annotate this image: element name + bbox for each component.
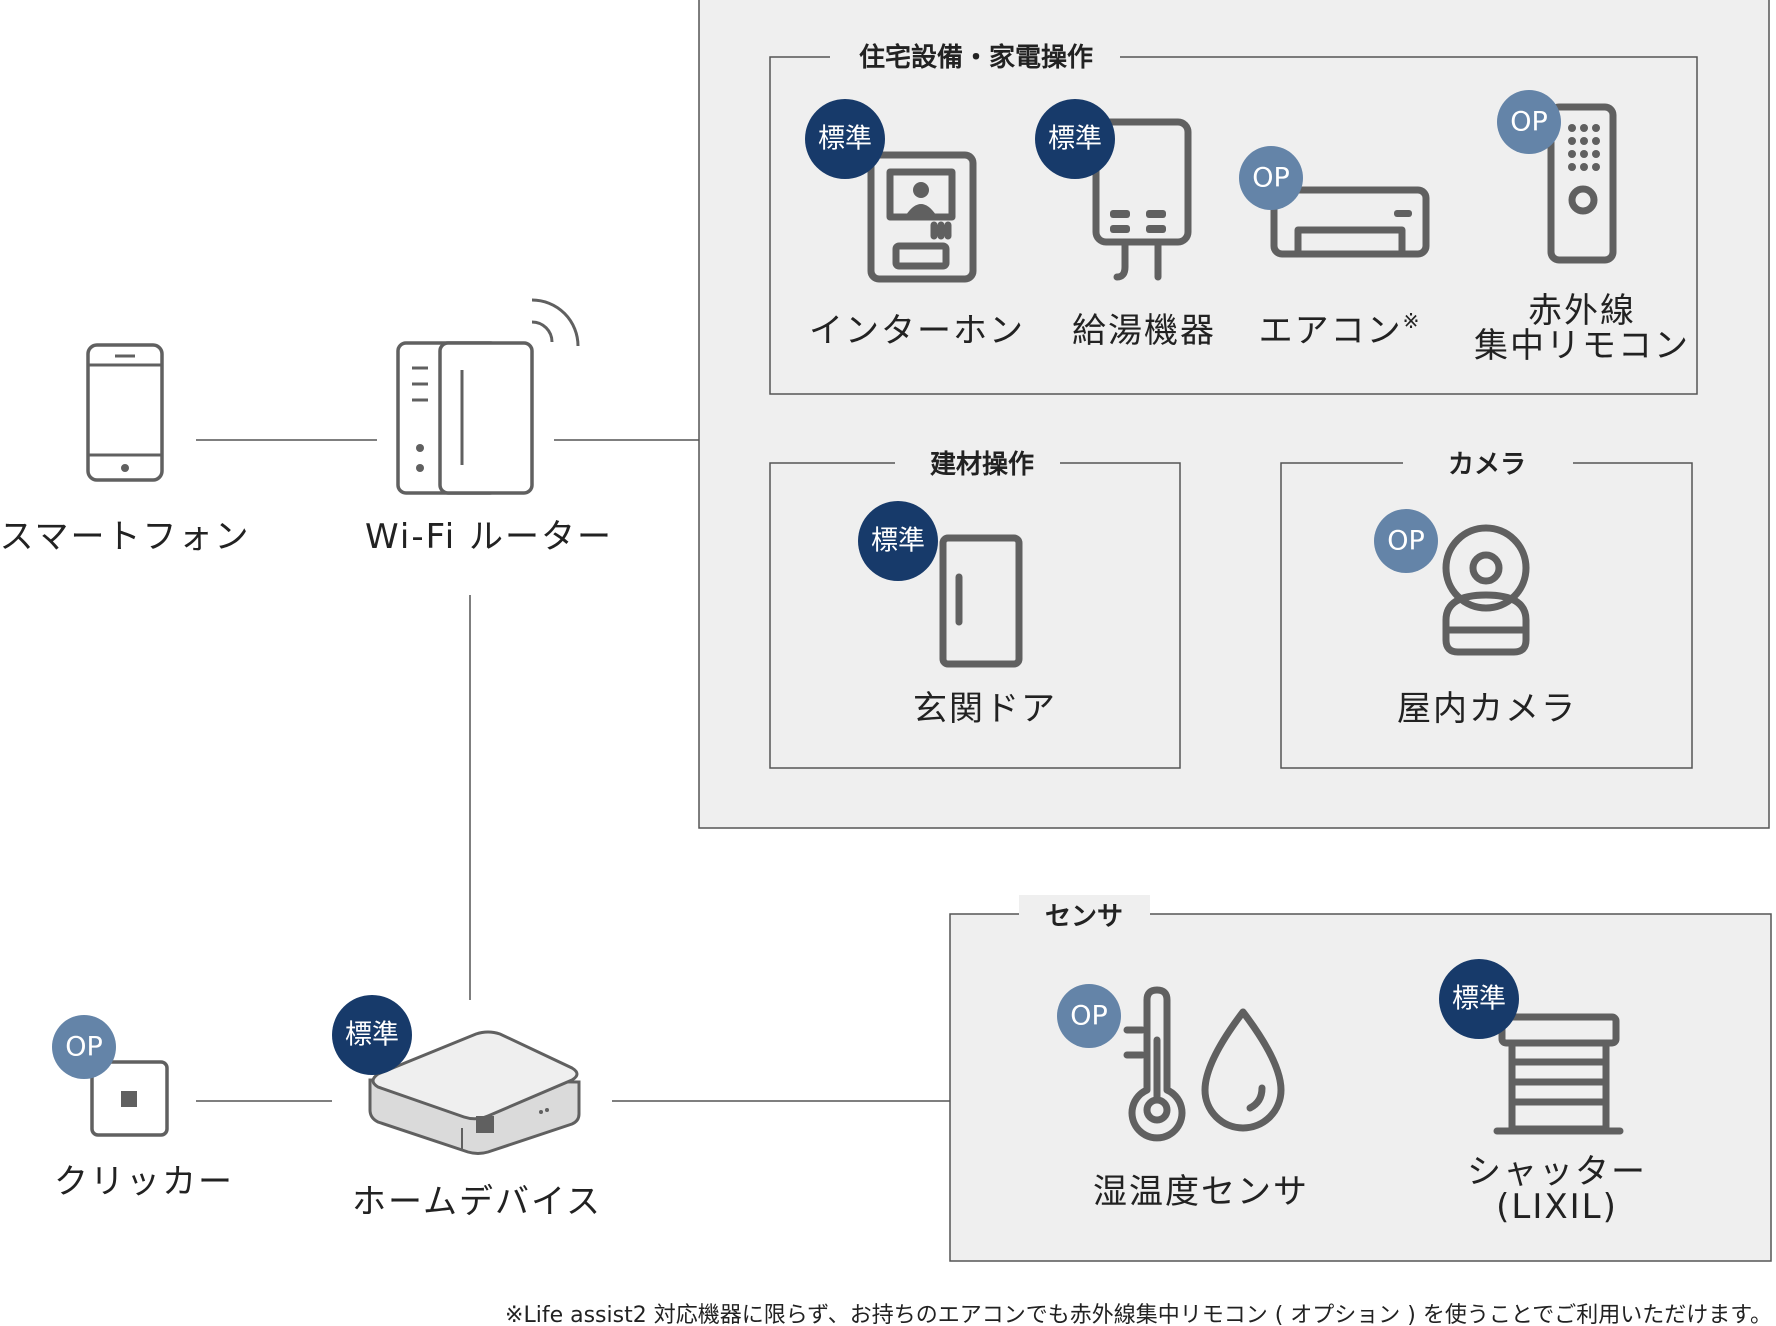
standard-badge: 標準 [805,99,885,179]
shutter-icon [1493,1013,1624,1135]
svg-text:OP: OP [1070,1001,1108,1032]
section-title: 住宅設備・家電操作 [859,42,1093,73]
water-heater-label: 給湯機器 [1072,311,1216,351]
humidity-sensor-label: 湿温度センサ [1093,1172,1309,1212]
clicker-icon [90,1060,169,1137]
router-label: Wi-Fi ルーター [365,517,613,557]
smartphone-label: スマートフォン [0,517,250,557]
clicker-label: クリッカー [54,1162,234,1202]
section-title: センサ [1045,902,1123,932]
shutter-label-line2: (LIXIL) [1496,1187,1618,1227]
svg-text:OP: OP [1252,163,1290,194]
standard-badge: 標準 [1439,959,1519,1039]
building-section: 建材操作 標準 玄関ドア [769,446,1181,769]
svg-text:OP: OP [1510,107,1548,138]
wifi-signal-icon [531,298,580,347]
wifi-router-icon [396,341,534,495]
air-conditioner-icon [1270,186,1430,258]
appliance-section: 住宅設備・家電操作 標準 インターホン 標準 給湯機器 [769,40,1698,395]
door-label: 玄関ドア [913,689,1057,729]
ir-remote-icon [1547,103,1617,264]
svg-text:標準: 標準 [1048,124,1102,155]
intercom-icon [867,151,977,283]
water-drop-icon [1201,1008,1285,1132]
option-badge: OP [1374,509,1438,573]
door-icon [939,534,1023,668]
option-badge: OP [1057,984,1121,1048]
aircon-label: エアコン※ [1259,309,1422,351]
sensor-section: センサ OP 湿温度センサ 標準 シャッター (LIXIL) [949,895,1772,1262]
svg-text:標準: 標準 [345,1020,399,1051]
remote-label-line2: 集中リモコン [1474,326,1690,366]
standard-badge: 標準 [858,501,938,581]
home-device-label: ホームデバイス [352,1182,602,1222]
section-title: 建材操作 [930,450,1034,480]
standard-badge: 標準 [1035,99,1115,179]
smartphone-icon [86,343,164,482]
standard-badge: 標準 [332,995,412,1075]
camera-label: 屋内カメラ [1397,689,1577,729]
home-device-icon [368,1030,581,1155]
option-badge: OP [52,1015,116,1079]
remote-label-line1: 赤外線 [1528,291,1636,331]
option-badge: OP [1497,90,1561,154]
svg-text:標準: 標準 [1452,984,1506,1015]
intercom-label: インターホン [809,311,1025,351]
shutter-label-line1: シャッター [1467,1152,1647,1192]
camera-section: カメラ OP 屋内カメラ [1280,446,1693,769]
svg-text:標準: 標準 [871,526,925,557]
footnote: ※Life assist2 対応機器に限らず、お持ちのエアコンでも赤外線集中リモ… [505,1303,1772,1326]
option-badge: OP [1239,146,1303,210]
svg-text:標準: 標準 [818,124,872,155]
svg-text:OP: OP [1387,526,1425,557]
section-title: カメラ [1448,450,1526,480]
indoor-camera-icon [1442,524,1530,656]
svg-text:OP: OP [65,1032,103,1063]
water-heater-icon [1092,118,1192,281]
thermometer-icon [1123,986,1186,1142]
